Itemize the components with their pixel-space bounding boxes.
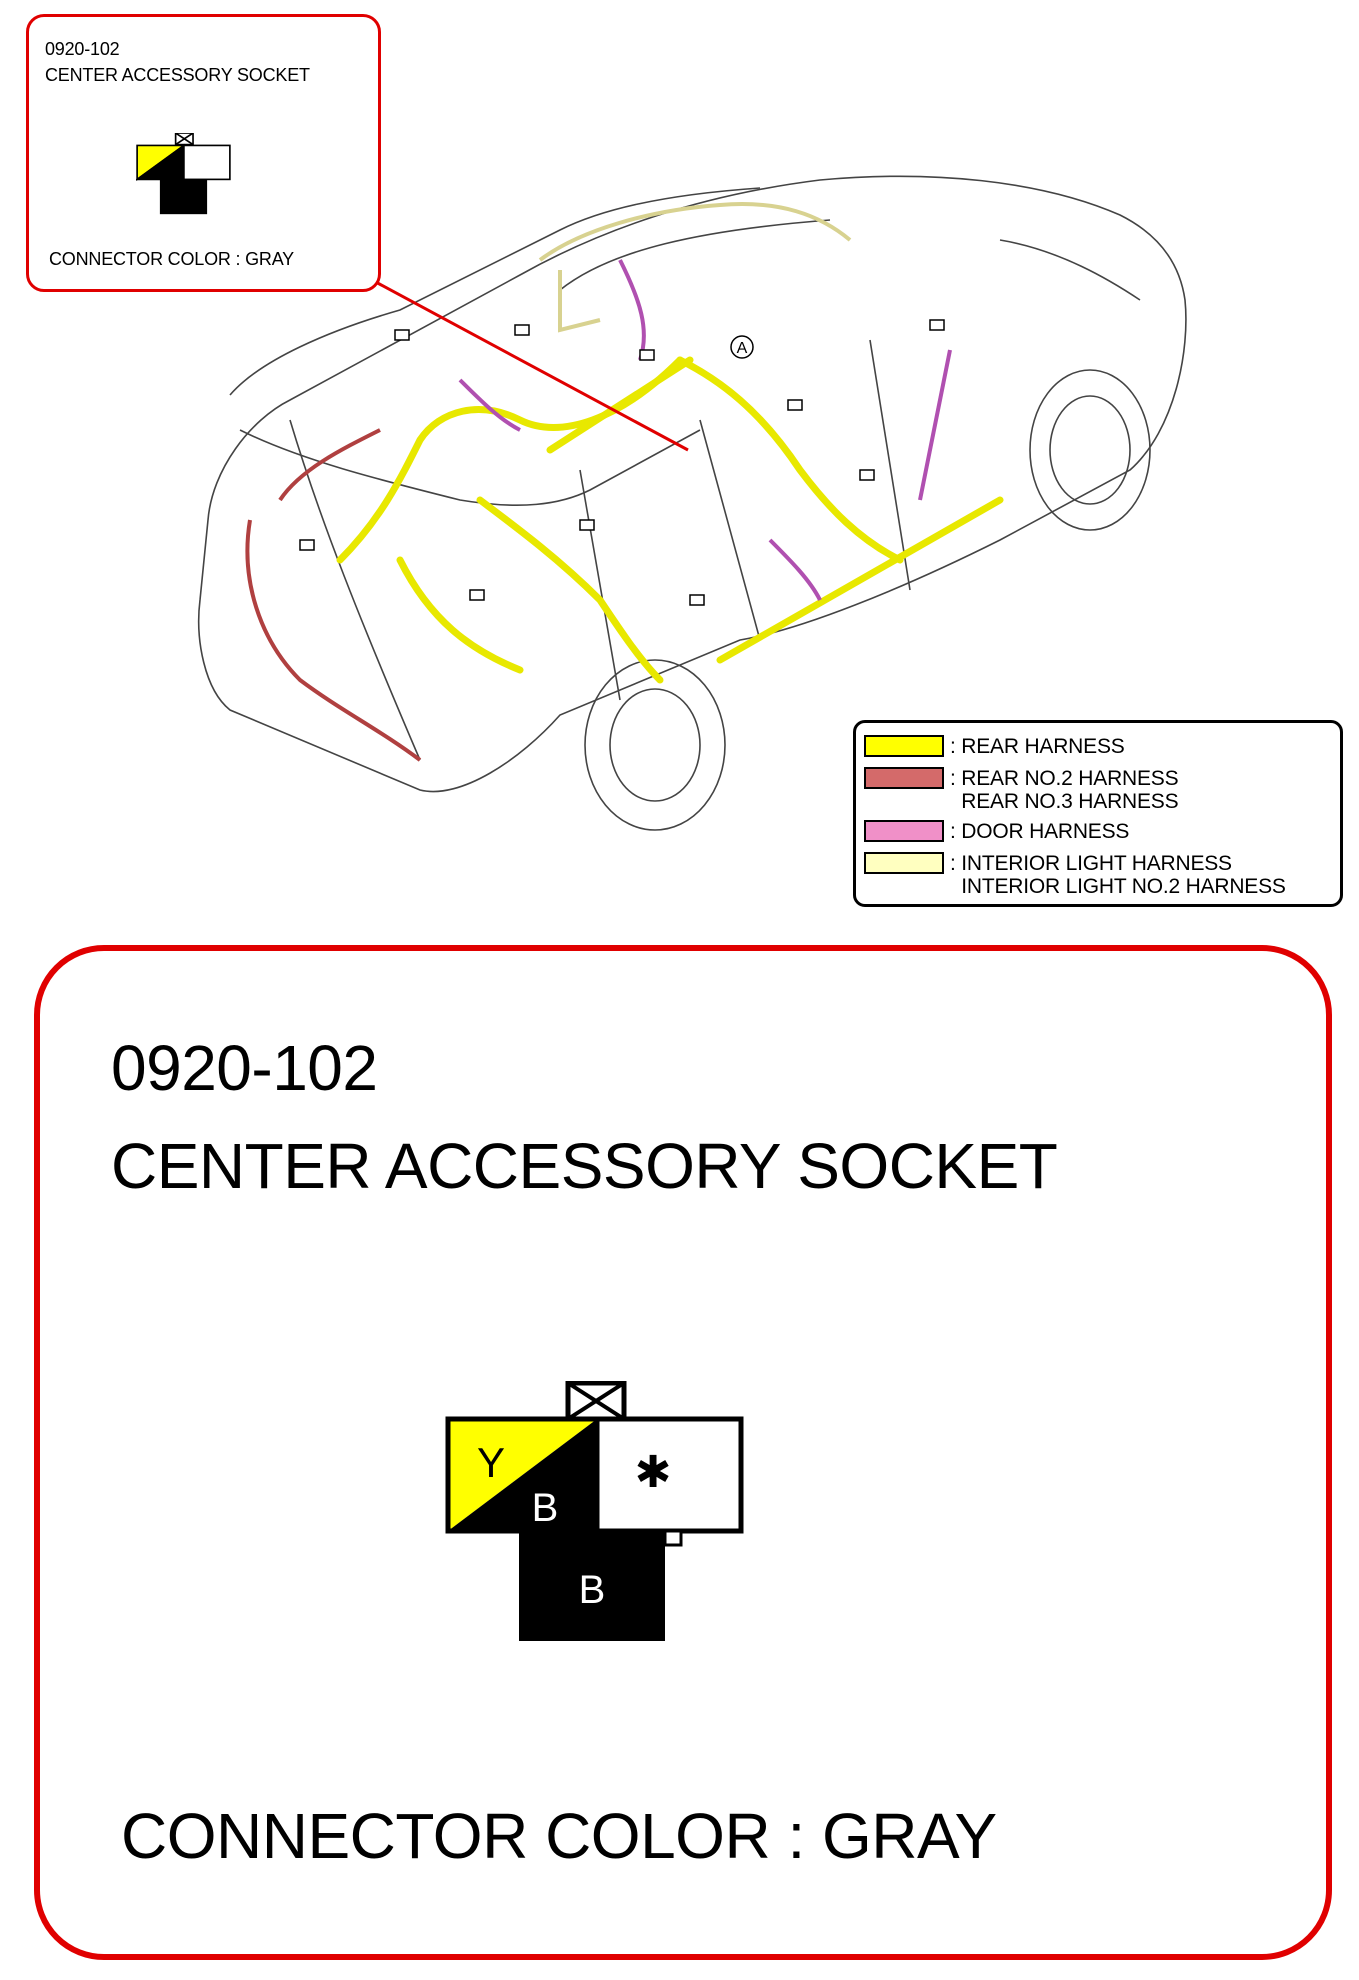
door-harness-route-3 (768, 538, 822, 601)
rear-wheel-hub (609, 688, 701, 802)
connector-block (787, 399, 803, 411)
terminal-label-b-lower: B (579, 1568, 606, 1612)
callout-leader-line (371, 278, 689, 452)
marker-a-label: A (737, 340, 748, 357)
door-harness-route-1 (618, 259, 646, 361)
connector-block (929, 319, 945, 331)
rear-harness-route-2 (476, 496, 664, 684)
legend-label: : REAR HARNESS (950, 735, 1125, 758)
callout-small: 0920-102 CENTER ACCESSORY SOCKET CONNECT… (26, 14, 381, 292)
connector-block (469, 589, 485, 601)
callout-small-code: 0920-102 (45, 39, 120, 59)
legend-swatch (864, 767, 944, 789)
callout-large-name: CENTER ACCESSORY SOCKET (111, 1130, 1058, 1202)
connector-block (859, 469, 875, 481)
callout-large-code: 0920-102 (111, 1032, 378, 1104)
terminal-label-unused: ✱ (635, 1447, 672, 1498)
rear-harness-route-4 (716, 496, 1004, 664)
roof-line (229, 187, 761, 396)
vehicle-harness-diagram: A (197, 175, 1187, 831)
door-harness-route-2 (918, 349, 952, 501)
connector-block (579, 519, 595, 531)
door-harness-route-4 (458, 378, 521, 432)
windshield-line (999, 239, 1141, 301)
legend-label: : INTERIOR LIGHT HARNESS INTERIOR LIGHT … (950, 852, 1286, 898)
connector-block (639, 349, 655, 361)
rear-door-edge (869, 339, 911, 591)
tail-light-edge (289, 419, 421, 761)
legend-label: : DOOR HARNESS (950, 820, 1130, 843)
legend-label: : REAR NO.2 HARNESS REAR NO.3 HARNESS (950, 767, 1179, 813)
rear-wheel (584, 659, 726, 831)
tailgate-line (239, 429, 701, 506)
callout-large-connector-color: CONNECTOR COLOR : GRAY (121, 1800, 997, 1872)
car-body-outline (197, 175, 1187, 793)
c-pillar (579, 469, 621, 701)
legend-swatch (864, 820, 944, 842)
rear-no2-harness-route (245, 519, 422, 762)
terminal-label-b-upper: B (532, 1486, 559, 1530)
harness-legend: : REAR HARNESS : REAR NO.2 HARNESS REAR … (853, 720, 1343, 907)
front-wheel-hub (1049, 395, 1131, 505)
sunroof-line (559, 219, 831, 291)
rear-harness-route-1 (336, 356, 684, 564)
connector-block (514, 324, 530, 336)
terminal-label-y: Y (477, 1439, 505, 1486)
rear-no3-harness-route (278, 428, 381, 502)
legend-swatch (864, 735, 944, 757)
callout-large: 0920-102 CENTER ACCESSORY SOCKET Y B ✱ B… (34, 945, 1332, 1960)
interior-light-harness-branch (558, 270, 601, 333)
connector-block (299, 539, 315, 551)
callout-small-name: CENTER ACCESSORY SOCKET (45, 65, 310, 85)
legend-row-interior-light-harness: : INTERIOR LIGHT HARNESS INTERIOR LIGHT … (864, 852, 1286, 898)
legend-row-door-harness: : DOOR HARNESS (864, 820, 1129, 843)
legend-row-rear-harness: : REAR HARNESS (864, 735, 1125, 758)
connector-block (394, 329, 410, 341)
legend-row-rear-no2-harness: : REAR NO.2 HARNESS REAR NO.3 HARNESS (864, 767, 1179, 813)
front-wheel (1029, 369, 1151, 531)
legend-swatch (864, 852, 944, 874)
callout-small-connector-color: CONNECTOR COLOR : GRAY (49, 249, 294, 269)
b-pillar (699, 419, 761, 641)
rear-harness-route-3 (676, 356, 904, 564)
connector-block (689, 594, 705, 606)
rear-harness-route-5 (546, 356, 694, 454)
connector-face-large: Y B ✱ B (445, 1381, 744, 1641)
connector-face-small (136, 133, 231, 215)
interior-light-harness-route (538, 202, 852, 262)
rear-harness-route-6 (396, 556, 524, 674)
marker-a-circle (730, 335, 754, 359)
